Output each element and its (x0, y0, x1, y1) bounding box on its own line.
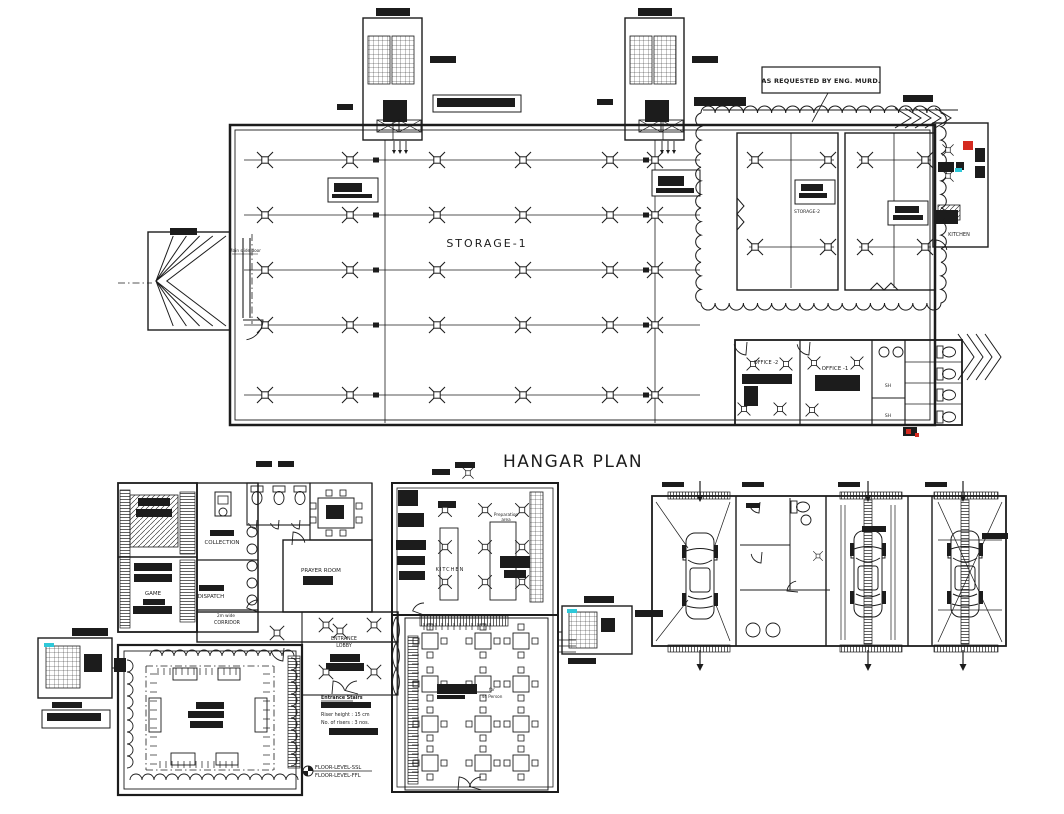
room-label-prayer-room: PRAYER ROOM (301, 568, 341, 574)
prep-area-label-1: Preparation (494, 512, 519, 517)
room-label-storage1: STORAGE-1 (446, 237, 527, 250)
note-text: AS REQUESTED BY ENG. MURD. (761, 77, 880, 85)
room-label-office2: OFFICE -2 (754, 360, 778, 366)
room-label-lobby: LOBBY (336, 643, 352, 649)
room-label-dispatch: DISPATCH (198, 594, 225, 600)
room-label-entrance: ENTRANCE (331, 636, 357, 642)
room-label-shower-upper: SH (885, 383, 891, 389)
drawing-title: HANGAR PLAN (503, 452, 643, 472)
room-label-office1: OFFICE -1 (822, 366, 849, 372)
level-ssl-label: FLOOR-LEVEL-SSL (315, 765, 361, 771)
prep-area-label-2: area (501, 517, 511, 522)
room-label-kitchen-annex: KITCHEN (436, 567, 465, 573)
level-ffl-label: FLOOR-LEVEL-FFL (315, 773, 361, 779)
room-label-kitchen-hangar: KITCHEN (948, 232, 970, 238)
stairs-count-note: No. of risers : 3 nos. (321, 720, 369, 726)
plan-geometry (37, 8, 1008, 797)
dining-capacity-label: 44 Person (482, 694, 503, 699)
room-label-shower-lower: SH (885, 413, 891, 419)
note-main-slide-door: Main slide door (229, 248, 261, 253)
room-label-game: GAME (145, 591, 162, 597)
text-labels: AS REQUESTED BY ENG. MURD. HANGAR PLAN S… (145, 77, 970, 779)
room-label-hall: HALL (897, 215, 909, 221)
room-label-collection: COLLECTION (204, 540, 239, 546)
corridor-width-note: 2m wide (217, 613, 235, 618)
stairs-heading: Entrance Stairs (321, 695, 363, 701)
note-box (761, 66, 881, 94)
room-label-storage2: STORAGE-2 (794, 209, 820, 215)
room-label-corridor: CORRIDOR (214, 620, 241, 626)
dining-for-label: for (489, 687, 495, 692)
stairs-riser-note: Riser height : 15 cm (321, 712, 370, 718)
